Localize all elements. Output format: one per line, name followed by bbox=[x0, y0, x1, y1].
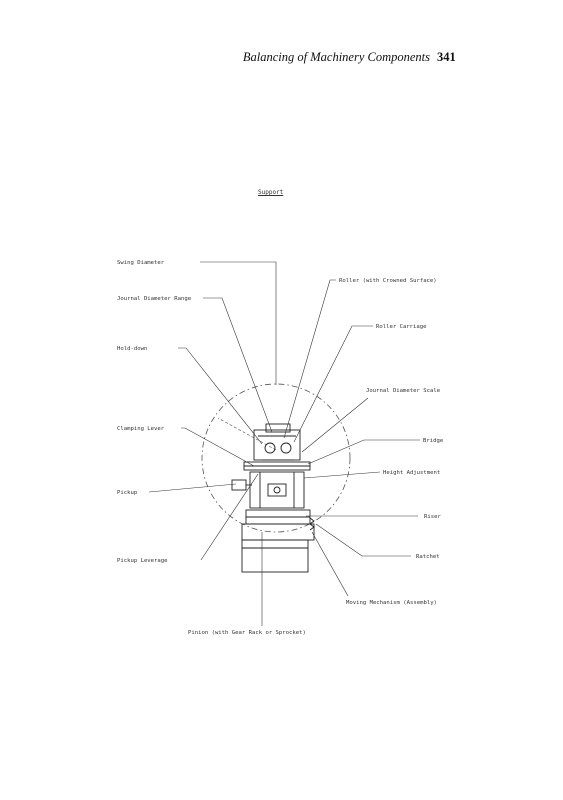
figure-caption: Support bbox=[258, 189, 284, 196]
leader-lines bbox=[148, 261, 420, 626]
label-riser: Riser bbox=[424, 514, 441, 520]
label-roller: Roller (with Crowned Surface) bbox=[339, 278, 437, 284]
running-title: Balancing of Machinery Components bbox=[242, 50, 430, 64]
label-pinion: Pinion (with Gear Rack or Sprocket) bbox=[188, 630, 306, 636]
label-swing-diameter: Swing Diameter bbox=[117, 260, 165, 266]
label-roller-carriage: Roller Carriage bbox=[376, 324, 427, 330]
support-machine bbox=[231, 423, 315, 573]
label-pickup-leverage: Pickup Leverage bbox=[117, 558, 168, 564]
swing-diameter-circle bbox=[201, 383, 351, 533]
label-clamping-lever: Clamping Lever bbox=[117, 426, 165, 432]
label-hold-down: Hold-down bbox=[117, 346, 147, 352]
page-number: 341 bbox=[437, 50, 456, 64]
page-header: Balancing of Machinery Components 341 bbox=[0, 50, 563, 70]
label-journal-diameter-range: Journal Diameter Range bbox=[117, 296, 192, 302]
label-journal-diameter-scale: Journal Diameter Scale bbox=[366, 388, 441, 394]
swing-radius-line bbox=[217, 417, 277, 451]
label-height-adjustment: Height Adjustment bbox=[383, 470, 440, 476]
label-moving-mechanism: Moving Mechanism (Assembly) bbox=[346, 600, 437, 606]
label-pickup: Pickup bbox=[117, 490, 138, 496]
label-bridge: Bridge bbox=[423, 438, 444, 444]
label-ratchet: Ratchet bbox=[416, 554, 440, 560]
